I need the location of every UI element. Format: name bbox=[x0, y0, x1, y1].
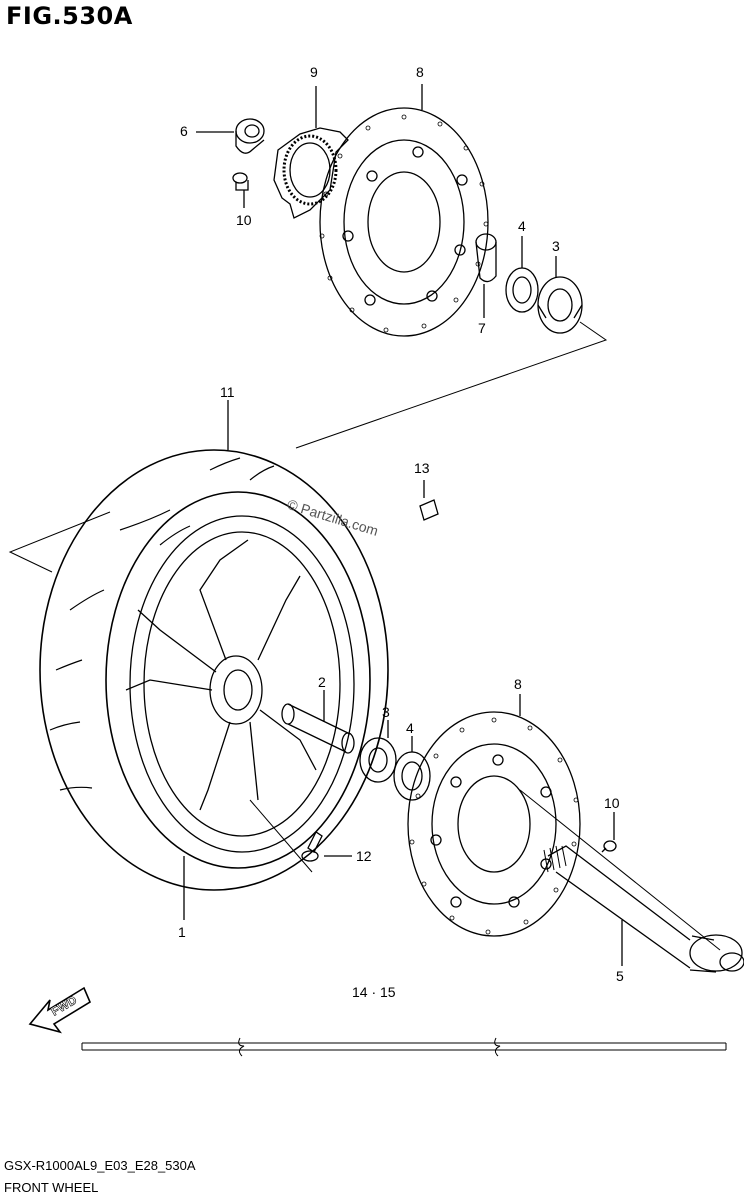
wheel-rim-part-1 bbox=[125, 515, 355, 853]
fwd-arrow-icon bbox=[28, 986, 92, 1034]
callout-12: 12 bbox=[356, 848, 372, 864]
callout-6: 6 bbox=[180, 123, 188, 139]
disc-bolt-part-10-lower bbox=[601, 840, 617, 853]
callout-10: 10 bbox=[604, 795, 620, 811]
disc-bolt-part-10-upper bbox=[232, 172, 249, 191]
bearing-part-3-upper bbox=[537, 276, 583, 334]
brake-disc-part-8-upper bbox=[319, 107, 489, 337]
brake-disc-part-8-lower bbox=[407, 711, 581, 937]
tire-part-11 bbox=[39, 449, 389, 891]
callout-4: 4 bbox=[518, 218, 526, 234]
fwd-label: FWD bbox=[49, 993, 80, 1019]
figure-title: FIG.530A bbox=[6, 2, 133, 30]
model-code: GSX-R1000AL9_E03_E28_530A bbox=[4, 1158, 196, 1173]
balance-weight-part-13 bbox=[419, 499, 439, 521]
bushing-part-7 bbox=[475, 233, 497, 283]
axle-spacer-part-2 bbox=[281, 703, 355, 754]
callout-1: 1 bbox=[178, 924, 186, 940]
callout-4: 4 bbox=[406, 720, 414, 736]
sensor-rotor-part-9 bbox=[273, 127, 349, 219]
page-reference: 14 · 15 bbox=[352, 984, 396, 1000]
callout-2: 2 bbox=[318, 674, 326, 690]
callout-3: 3 bbox=[382, 704, 390, 720]
callout-3: 3 bbox=[552, 238, 560, 254]
front-axle-part-5 bbox=[543, 845, 744, 973]
callout-13: 13 bbox=[414, 460, 430, 476]
scale-bar bbox=[81, 1037, 727, 1057]
callout-8: 8 bbox=[416, 64, 424, 80]
bearing-part-3-lower bbox=[359, 737, 397, 783]
callout-11: 11 bbox=[220, 384, 235, 400]
callout-8: 8 bbox=[514, 676, 522, 692]
callout-9: 9 bbox=[310, 64, 318, 80]
spacer-collar-part-6 bbox=[235, 118, 265, 154]
callout-10: 10 bbox=[236, 212, 252, 228]
callout-5: 5 bbox=[616, 968, 624, 984]
section-name: FRONT WHEEL bbox=[4, 1180, 99, 1195]
callout-7: 7 bbox=[478, 320, 486, 336]
tire-valve-part-12 bbox=[301, 831, 323, 862]
